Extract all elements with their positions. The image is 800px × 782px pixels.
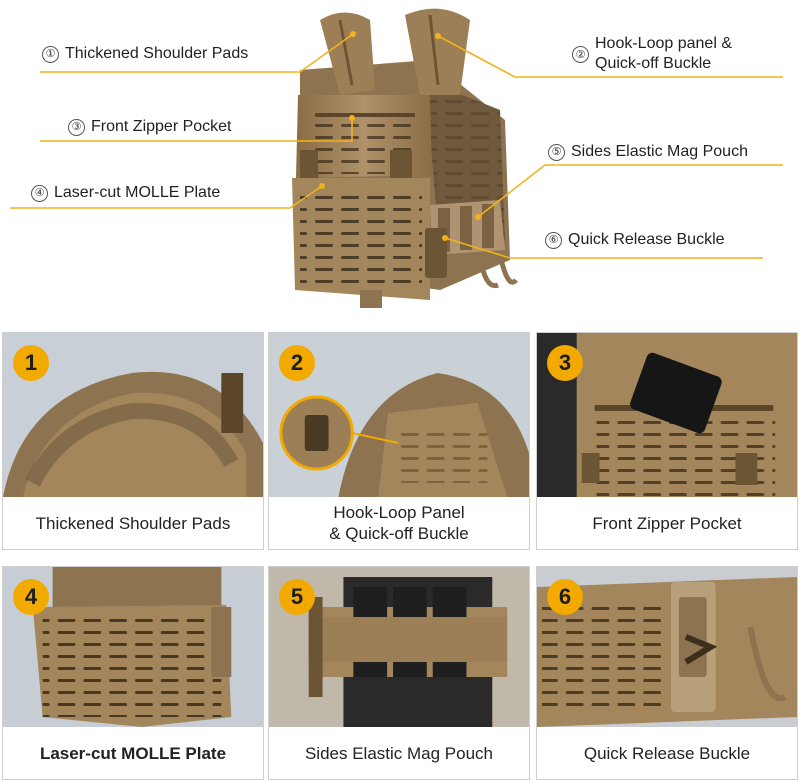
feature-caption: Quick Release Buckle: [537, 727, 797, 779]
shoulder-pads-photo: [3, 333, 263, 497]
feature-caption-line2: & Quick-off Buckle: [329, 524, 469, 543]
callout-label: Front Zipper Pocket: [91, 118, 232, 135]
callout-number: ③: [68, 118, 85, 136]
callout-elastic-mag-pouch: ⑤ Sides Elastic Mag Pouch: [548, 142, 748, 162]
feature-badge: 2: [279, 345, 315, 381]
feature-panel-mag-pouch: 5 Sides Elastic Mag Pouch: [268, 566, 530, 780]
callout-label-line2: Quick-off Buckle: [595, 55, 712, 72]
callout-hook-loop-panel: ② Hook-Loop panel & Quick-off Buckle: [572, 34, 732, 74]
feature-panel-zipper-pocket: 3 Front Zipper Pocket: [536, 332, 798, 550]
feature-panel-molle-plate: 4 Laser-cut MOLLE Plate: [2, 566, 264, 780]
callout-label-line1: Hook-Loop panel &: [595, 35, 732, 52]
callout-molle-plate: ④ Laser-cut MOLLE Plate: [31, 183, 220, 203]
callout-number: ④: [31, 184, 48, 202]
feature-panel-hook-loop: 2 Hook-Loop Panel & Quick-off Buckle: [268, 332, 530, 550]
feature-caption: Thickened Shoulder Pads: [3, 497, 263, 549]
feature-badge: 6: [547, 579, 583, 615]
vest-overview: ① Thickened Shoulder Pads ② Hook-Loop pa…: [0, 0, 800, 322]
quick-release-photo: [537, 567, 797, 727]
callout-label: Thickened Shoulder Pads: [65, 45, 249, 62]
feature-panel-shoulder-pads: 1 Thickened Shoulder Pads: [2, 332, 264, 550]
feature-panel-quick-release: 6 Quick Release Buckle: [536, 566, 798, 780]
callout-number: ①: [42, 45, 59, 63]
callout-label: Quick Release Buckle: [568, 231, 725, 248]
zipper-pocket-photo: [537, 333, 797, 497]
feature-caption: Front Zipper Pocket: [537, 497, 797, 549]
feature-badge: 4: [13, 579, 49, 615]
vest-illustration: [10, 8, 783, 308]
feature-caption-line1: Hook-Loop Panel: [333, 503, 465, 522]
callout-number: ⑥: [545, 231, 562, 249]
feature-caption: Sides Elastic Mag Pouch: [269, 727, 529, 779]
callout-front-zipper-pocket: ③ Front Zipper Pocket: [68, 117, 232, 137]
feature-badge: 1: [13, 345, 49, 381]
callout-number: ②: [572, 46, 589, 63]
callout-shoulder-pads: ① Thickened Shoulder Pads: [42, 44, 248, 64]
feature-badge: 3: [547, 345, 583, 381]
feature-caption: Hook-Loop Panel & Quick-off Buckle: [269, 497, 529, 549]
callout-quick-release-buckle: ⑥ Quick Release Buckle: [545, 230, 725, 250]
feature-caption: Laser-cut MOLLE Plate: [3, 727, 263, 779]
callout-number: ⑤: [548, 143, 565, 161]
callout-label: Laser-cut MOLLE Plate: [54, 184, 221, 201]
feature-badge: 5: [279, 579, 315, 615]
callout-label: Sides Elastic Mag Pouch: [571, 143, 748, 160]
